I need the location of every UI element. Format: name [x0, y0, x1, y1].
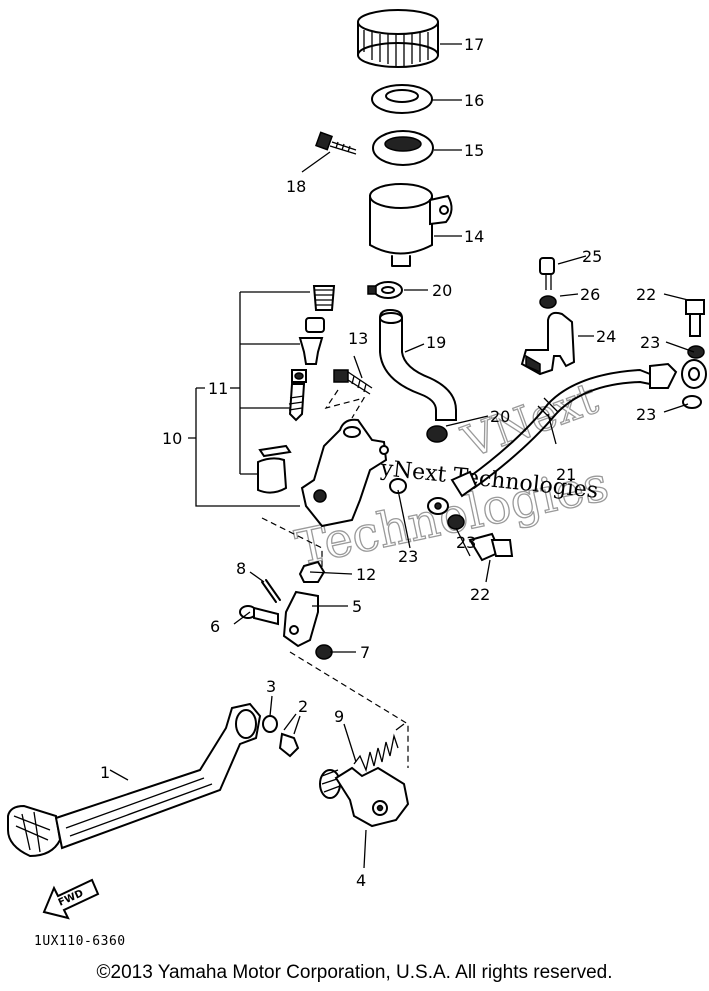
brake-hose: [427, 359, 707, 515]
label-13: 13: [348, 329, 368, 348]
label-15: 15: [464, 141, 484, 160]
hose-clip-top: [367, 281, 403, 299]
master-cylinder-kit: [257, 285, 336, 494]
union-bolt-right: [685, 299, 705, 337]
label-20-lower: 20: [490, 407, 510, 426]
label-19: 19: [426, 333, 446, 352]
label-25: 25: [582, 247, 602, 266]
label-2: 2: [298, 697, 308, 716]
label-5: 5: [352, 597, 362, 616]
label-26: 26: [580, 285, 600, 304]
label-17: 17: [464, 35, 484, 54]
union-bolt-lower: [468, 532, 514, 562]
clevis: [282, 590, 319, 648]
parts-diagram: VNext Technologies yNext Technologies: [7, 9, 707, 920]
label-18: 18: [286, 177, 306, 196]
screw-18: [315, 131, 357, 155]
label-23-center: 23: [456, 533, 476, 552]
label-3: 3: [266, 677, 276, 696]
label-16: 16: [464, 91, 484, 110]
label-10: 10: [162, 429, 182, 448]
reservoir-hose: [379, 308, 457, 421]
nut-7: [315, 644, 333, 660]
part-labels: 17 16 15 18 14 20 13 19 20 11 10 21 25 2…: [100, 35, 660, 890]
leader-lines: [109, 43, 695, 869]
copyright-notice: ©2013 Yamaha Motor Corporation, U.S.A. A…: [96, 962, 613, 983]
washer-26: [539, 295, 557, 309]
reservoir-tank: [369, 183, 453, 267]
washer-3: [262, 715, 278, 733]
diaphragm: [371, 84, 433, 114]
reservoir-cap: [357, 9, 439, 68]
brake-pedal: [7, 702, 262, 858]
label-23-right-upper: 23: [640, 333, 660, 352]
guide-lines-upper: [261, 389, 366, 570]
washer-23-right-upper: [687, 345, 705, 359]
diagram-code: 1UX110-6360: [34, 934, 126, 949]
label-8: 8: [236, 559, 246, 578]
washer-23-right-lower: [682, 395, 702, 409]
label-7: 7: [360, 643, 370, 662]
label-9: 9: [334, 707, 344, 726]
washer-23-center: [447, 514, 465, 530]
fwd-arrow: FWD: [42, 878, 100, 920]
watermark-vnext: VNext: [455, 373, 604, 469]
master-cylinder-body: [300, 418, 389, 528]
hose-clip-lower: [426, 425, 448, 443]
label-24: 24: [596, 327, 616, 346]
label-4: 4: [356, 871, 366, 890]
kit-brackets: [188, 291, 310, 507]
label-6: 6: [210, 617, 220, 636]
clevis-pin: [239, 605, 279, 626]
bolt-13: [333, 369, 373, 395]
bolt-25: [539, 257, 555, 290]
label-23-right-lower: 23: [636, 405, 656, 424]
label-22-lower: 22: [470, 585, 490, 604]
cotter-pin: [261, 579, 281, 603]
label-1: 1: [100, 763, 110, 782]
label-11: 11: [208, 379, 228, 398]
pedal-shaft: [319, 766, 410, 828]
label-12: 12: [356, 565, 376, 584]
hose-guide: [520, 311, 576, 376]
label-23-left: 23: [398, 547, 418, 566]
label-14: 14: [464, 227, 484, 246]
label-20-top: 20: [432, 281, 452, 300]
diaphragm-plate: [372, 130, 434, 166]
label-21: 21: [556, 465, 576, 484]
bolt-2: [278, 713, 300, 758]
label-22-right: 22: [636, 285, 656, 304]
